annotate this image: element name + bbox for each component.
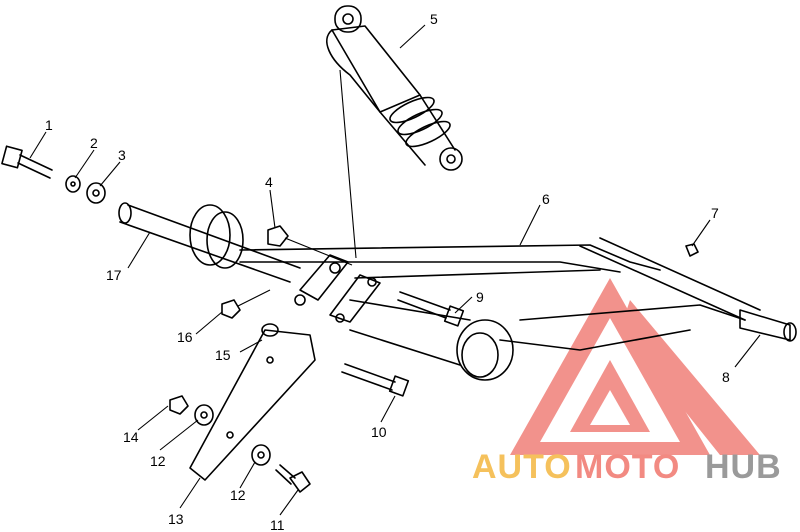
cross-tube [118,202,301,283]
washer-12-lower [251,444,271,466]
watermark-text: AUTO MOTO HUB [472,448,782,486]
callout-12-lower: 12 [230,487,246,503]
lower-tube [349,299,514,381]
nut-4 [267,225,353,266]
callout-14: 14 [123,429,139,445]
washer-12-upper [194,404,214,426]
washer-2 [65,175,81,193]
bolt-11 [275,464,311,493]
callout-7: 7 [711,205,719,221]
bolt-10 [341,363,410,397]
watermark-moto: MOTO [575,448,680,486]
callout-9: 9 [476,289,484,305]
callout-13: 13 [168,511,184,527]
callout-6: 6 [542,191,550,207]
mount-brackets [294,254,381,323]
callout-1: 1 [45,117,53,133]
callout-12-upper: 12 [150,453,166,469]
callout-5: 5 [430,11,438,27]
callout-11: 11 [270,517,285,532]
bolt-9 [397,291,465,327]
callout-3: 3 [118,147,126,163]
callout-2: 2 [90,135,98,151]
swing-arm [239,237,797,351]
link-plate [189,323,316,481]
callout-8: 8 [722,369,730,385]
watermark-auto: AUTO [472,448,572,486]
callout-4: 4 [265,174,273,190]
shock-absorber [326,5,463,259]
callout-17: 17 [106,267,122,283]
callout-15: 15 [215,347,231,363]
bolt-1 [1,145,53,179]
nut-16 [221,289,271,319]
callout-10: 10 [371,424,387,440]
callout-16: 16 [177,329,193,345]
washer-3 [86,182,106,204]
watermark-hub: HUB [705,448,782,486]
nut-7 [685,243,699,257]
callout-labels: 1 2 3 4 5 6 7 8 9 10 11 12 12 13 14 15 1… [45,11,730,532]
leader-lines [29,24,761,516]
watermark-logo [510,278,760,455]
nut-14 [169,395,189,415]
